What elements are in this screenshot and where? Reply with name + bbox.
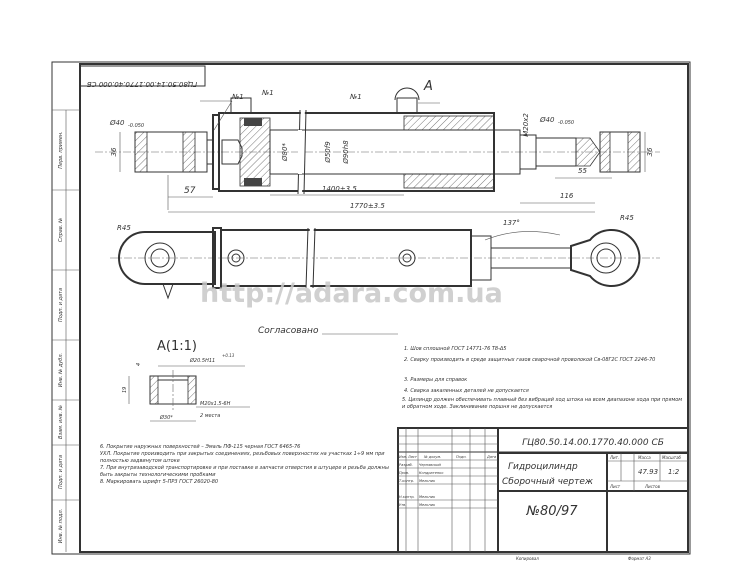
format-label: Формат А3 xyxy=(628,556,651,561)
mass-value: 47.93 xyxy=(638,468,658,476)
title-block: Изм. Лист № докум. Подп. Дата Разраб. Че… xyxy=(397,427,689,561)
detail-height: 19 xyxy=(122,387,128,393)
view-label-a: A xyxy=(423,79,433,94)
detail-bore-dim: Ø20.5H11 xyxy=(189,357,215,364)
dim-port: М20х2 xyxy=(522,113,530,137)
dim-right-offset: 116 xyxy=(560,192,574,200)
role: Н.контр. xyxy=(399,495,415,499)
side-stamp-label: Инв. № подл. xyxy=(58,509,64,544)
role: Утв. xyxy=(399,503,406,507)
detail-places: 2 места xyxy=(200,413,220,419)
mass-label: Масса xyxy=(638,455,651,460)
dim-right-pin-tol: -0.050 xyxy=(558,120,574,126)
side-stamp-label: Инв. № дубл. xyxy=(58,353,64,387)
weld-mark: №1 xyxy=(261,89,274,97)
dim-right-pin: Ø40 xyxy=(539,116,555,124)
side-stamp-label: Подп. и дата xyxy=(58,455,64,489)
side-stamp-label: Взам. инв. № xyxy=(58,405,64,439)
weld-mark: №1 xyxy=(349,93,362,101)
col-header: Дата xyxy=(486,455,496,459)
note: 3. Размеры для справок xyxy=(404,377,467,383)
dim-radius-right: R45 xyxy=(620,214,634,222)
detail-title: A(1:1) xyxy=(157,339,197,354)
detail-thread: М20х1.5-6Н xyxy=(200,401,231,407)
note: 4. Сварка закаленных деталей не допускае… xyxy=(404,388,529,394)
col-header: № докум. xyxy=(423,455,441,459)
side-stamp-label: Справ. № xyxy=(58,218,64,242)
dim-right-eye: 55 xyxy=(578,167,587,175)
role: Т.контр. xyxy=(399,479,414,483)
sheets-label: Листов xyxy=(644,484,661,489)
side-stamp-label: Подп. и дата xyxy=(58,288,64,322)
dim-tube: Ø90h8 xyxy=(342,140,350,165)
scale-value: 1:2 xyxy=(668,468,680,476)
drawing-frame xyxy=(79,63,689,553)
approved-label: Согласовано xyxy=(258,326,319,336)
dim-bore: Ø80* xyxy=(281,143,289,162)
cylinder-side-view: R45 R45 137° xyxy=(110,214,660,300)
role: Разраб. xyxy=(399,463,413,467)
detail-outer: Ø30* xyxy=(159,414,173,421)
dim-left-pin-tol: -0.050 xyxy=(128,123,144,129)
note: 5. Цилиндр должен обеспечивать плавный б… xyxy=(402,397,683,410)
dim-radius-left: R45 xyxy=(117,224,131,232)
dim-angle: 137° xyxy=(503,219,520,227)
note: 1. Шов сплошной ГОСТ 14771-76 Т8-Δ5 xyxy=(404,346,506,352)
top-stamp-box xyxy=(79,65,206,87)
dim-right-width: 36 xyxy=(646,147,654,156)
drawing-name-line2: Сборочный чертеж xyxy=(502,477,594,487)
person: Чернявский xyxy=(419,463,442,467)
dim-left-offset: 57 xyxy=(184,186,196,196)
designation: ГЦ80.50.14.00.1770.40.000 СБ xyxy=(522,438,664,448)
detail-depth: 4 xyxy=(136,363,142,366)
note: 7. При внутризаводской транспортировке и… xyxy=(100,465,389,478)
technical-requirements: 1. Шов сплошной ГОСТ 14771-76 Т8-Δ5 2. С… xyxy=(100,346,683,485)
weld-mark: №1 xyxy=(231,93,244,101)
col-header: Изм. xyxy=(399,455,407,459)
detail-a: A(1:1) Ø20.5H11 +0.13 4 19 М20х1.5-6Н 2 … xyxy=(122,339,250,422)
scale-label: Масштаб xyxy=(662,455,682,460)
dim-stroke: 1400±3.5 xyxy=(322,185,357,193)
note: 6. Покрытие наружных поверхностей – Эмал… xyxy=(100,444,301,450)
dimensions: №1 №1 №1 A Ø40 -0.050 Ø40 -0.050 36 36 Ø… xyxy=(109,79,654,213)
top-stamp-text: ГЦ80.50.14.00.1770.40.000 СБ xyxy=(87,80,198,88)
col-header: Лист xyxy=(407,455,418,459)
dim-left-pin: Ø40 xyxy=(109,119,125,127)
dim-length: 1770±3.5 xyxy=(350,202,385,210)
watermark: http://adara.com.ua xyxy=(200,278,503,309)
col-header: Подп. xyxy=(456,455,467,459)
detail-bore-tol: +0.13 xyxy=(222,353,235,358)
dim-rod: Ø50f9 xyxy=(324,141,332,164)
role: Пров. xyxy=(399,471,409,475)
sheet-outer-border xyxy=(51,61,691,555)
sheet-label: Лист xyxy=(609,484,621,489)
drawing-number: №80/97 xyxy=(526,504,579,519)
note: 2. Сварку производить в среде защитных г… xyxy=(404,357,655,363)
person: Мельник xyxy=(419,479,436,483)
person: Кондратенко xyxy=(419,471,443,475)
dim-left-width: 36 xyxy=(110,147,118,156)
side-stamp-label: Перв. примен. xyxy=(58,131,64,169)
lit-label: Лит. xyxy=(609,455,619,460)
side-stamp: Перв. примен. Справ. № Подп. и дата Инв.… xyxy=(52,109,80,552)
person: Мельник xyxy=(419,503,436,507)
drawing-name-line1: Гидроцилиндр xyxy=(508,462,578,472)
copied-label: Копировал xyxy=(516,556,539,561)
cylinder-section-view xyxy=(95,87,660,197)
note: 8. Маркировать шрифт 5-ПР3 ГОСТ 26020-80 xyxy=(100,479,219,485)
person: Мельник xyxy=(419,495,436,499)
note: УХЛ. Покрытие производить при закрытых с… xyxy=(100,451,385,464)
